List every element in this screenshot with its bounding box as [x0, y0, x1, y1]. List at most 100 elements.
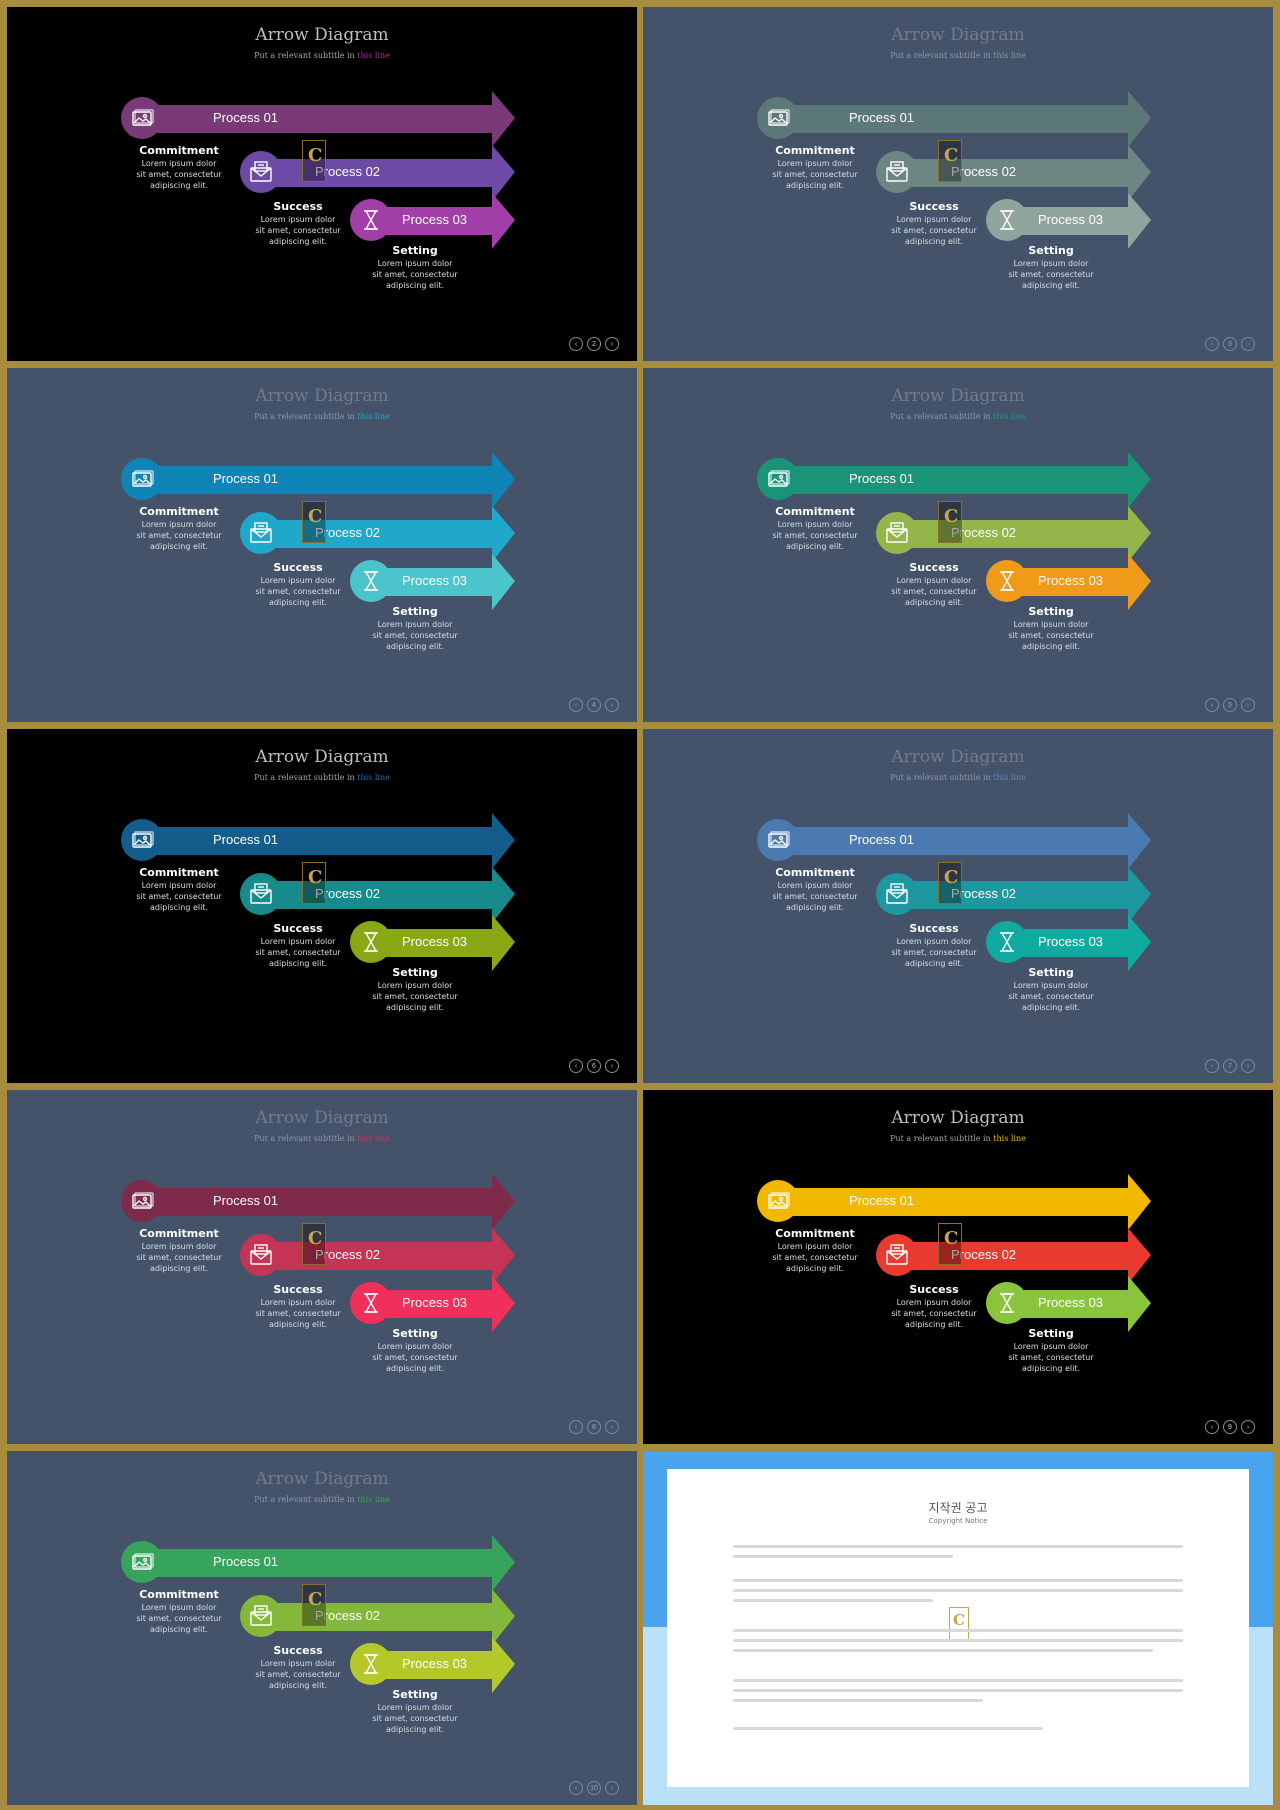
notice-paper: 지작권 공고 Copyright Notice: [667, 1469, 1249, 1787]
next-page-button[interactable]: ›: [605, 337, 619, 351]
step-description-1: Lorem ipsum dolor: [142, 520, 218, 529]
step-description-3: adipiscing elit.: [1022, 1003, 1080, 1012]
hourglass-icon: [364, 571, 378, 591]
slide-thumbnail-7[interactable]: Arrow Diagram Put a relevant subtitle in…: [643, 729, 1273, 1083]
process-label-3: Process 03: [1038, 573, 1103, 588]
image-icon: [132, 831, 154, 848]
next-page-button[interactable]: ›: [1241, 1420, 1255, 1434]
slide-thumbnail-3[interactable]: Arrow Diagram Put a relevant subtitle in…: [643, 7, 1273, 361]
page-number: 2: [587, 337, 601, 351]
slide-subtitle: Put a relevant subtitle in this line: [254, 1495, 390, 1504]
mail-icon: [250, 883, 272, 904]
prev-page-button[interactable]: ‹: [569, 1059, 583, 1073]
step-description-3: Lorem ipsum dolor: [378, 259, 454, 268]
slide-thumbnail-8[interactable]: Arrow Diagram Put a relevant subtitle in…: [7, 1090, 637, 1444]
step-description-3: sit amet, consectetur: [1008, 270, 1094, 279]
mail-icon: [886, 1244, 908, 1265]
step-heading-3: Setting: [392, 605, 437, 618]
slide-thumbnail-2[interactable]: Arrow Diagram Put a relevant subtitle in…: [7, 7, 637, 361]
slide-thumbnail-9[interactable]: Arrow Diagram Put a relevant subtitle in…: [643, 1090, 1273, 1444]
prev-page-button[interactable]: ‹: [569, 698, 583, 712]
prev-page-button[interactable]: ‹: [1205, 698, 1219, 712]
step-heading-1: Commitment: [775, 1227, 855, 1240]
prev-page-button[interactable]: ‹: [569, 1420, 583, 1434]
step-description-2: adipiscing elit.: [905, 959, 963, 968]
step-heading-1: Commitment: [775, 144, 855, 157]
slide-thumbnail-4[interactable]: Arrow Diagram Put a relevant subtitle in…: [7, 368, 637, 722]
process-arrow-3: [1007, 1276, 1151, 1332]
page-number: 7: [1223, 1059, 1237, 1073]
step-description-2: Lorem ipsum dolor: [261, 937, 337, 946]
step-description-2: adipiscing elit.: [269, 598, 327, 607]
notice-text-line: [733, 1727, 1043, 1730]
notice-text-line: [733, 1545, 1183, 1548]
process-label-3: Process 03: [402, 1295, 467, 1310]
prev-page-button[interactable]: ‹: [569, 1781, 583, 1795]
step-description-3: adipiscing elit.: [386, 642, 444, 651]
step-heading-2: Success: [273, 200, 323, 213]
step-description-3: adipiscing elit.: [386, 1003, 444, 1012]
step-description-1: sit amet, consectetur: [136, 531, 222, 540]
watermark-stamp: [302, 140, 326, 182]
process-arrow-3: [1007, 554, 1151, 610]
process-arrow-3: [1007, 193, 1151, 249]
process-icon-circle-1: [757, 1180, 799, 1222]
prev-page-button[interactable]: ‹: [1205, 1420, 1219, 1434]
image-icon: [768, 109, 790, 126]
subtitle-highlight: this line: [357, 1134, 390, 1143]
next-page-button[interactable]: ›: [1241, 1059, 1255, 1073]
next-page-button[interactable]: ›: [605, 1059, 619, 1073]
slide-thumbnail-6[interactable]: Arrow Diagram Put a relevant subtitle in…: [7, 729, 637, 1083]
step-description-3: sit amet, consectetur: [372, 1353, 458, 1362]
process-label-2: Process 02: [315, 886, 380, 901]
step-description-1: sit amet, consectetur: [136, 1614, 222, 1623]
step-description-3: adipiscing elit.: [1022, 642, 1080, 651]
process-icon-circle-1: [757, 458, 799, 500]
step-heading-3: Setting: [392, 1688, 437, 1701]
prev-page-button[interactable]: ‹: [1205, 1059, 1219, 1073]
hourglass-icon: [1000, 210, 1014, 230]
process-label-2: Process 02: [951, 1247, 1016, 1262]
process-label-1: Process 01: [213, 1554, 278, 1569]
slide-subtitle: Put a relevant subtitle in this line: [254, 773, 390, 782]
notice-text-line: [733, 1699, 983, 1702]
subtitle-highlight: this line: [357, 51, 390, 60]
process-label-1: Process 01: [213, 1193, 278, 1208]
prev-page-button[interactable]: ‹: [569, 337, 583, 351]
mail-icon: [250, 161, 272, 182]
step-description-3: sit amet, consectetur: [1008, 631, 1094, 640]
step-description-1: sit amet, consectetur: [772, 170, 858, 179]
page-number: 6: [587, 1059, 601, 1073]
step-description-2: sit amet, consectetur: [891, 1309, 977, 1318]
step-description-2: sit amet, consectetur: [255, 226, 341, 235]
subtitle-highlight: this line: [993, 1134, 1026, 1143]
prev-page-button[interactable]: ‹: [1205, 337, 1219, 351]
notice-text-line: [733, 1579, 1183, 1582]
process-label-1: Process 01: [849, 110, 914, 125]
copyright-notice-slide[interactable]: 지작권 공고 Copyright Notice: [643, 1451, 1273, 1805]
next-page-button[interactable]: ›: [605, 698, 619, 712]
slide-thumbnail-5[interactable]: Arrow Diagram Put a relevant subtitle in…: [643, 368, 1273, 722]
process-icon-circle-2: [876, 1234, 918, 1276]
step-heading-2: Success: [273, 1644, 323, 1657]
subtitle-highlight: this line: [357, 1495, 390, 1504]
step-description-3: sit amet, consectetur: [372, 270, 458, 279]
process-label-2: Process 02: [315, 1247, 380, 1262]
process-arrow-3: [371, 193, 515, 249]
process-arrow-1: [142, 452, 515, 508]
process-arrow-2: [261, 1228, 515, 1284]
next-page-button[interactable]: ›: [605, 1420, 619, 1434]
slide-thumbnail-10[interactable]: Arrow Diagram Put a relevant subtitle in…: [7, 1451, 637, 1805]
notice-text-line: [733, 1599, 933, 1602]
step-description-2: Lorem ipsum dolor: [261, 1298, 337, 1307]
step-heading-1: Commitment: [139, 1588, 219, 1601]
process-icon-circle-1: [121, 819, 163, 861]
step-heading-3: Setting: [392, 244, 437, 257]
next-page-button[interactable]: ›: [1241, 337, 1255, 351]
image-icon: [768, 1192, 790, 1209]
next-page-button[interactable]: ›: [1241, 698, 1255, 712]
step-description-2: sit amet, consectetur: [255, 587, 341, 596]
next-page-button[interactable]: ›: [605, 1781, 619, 1795]
